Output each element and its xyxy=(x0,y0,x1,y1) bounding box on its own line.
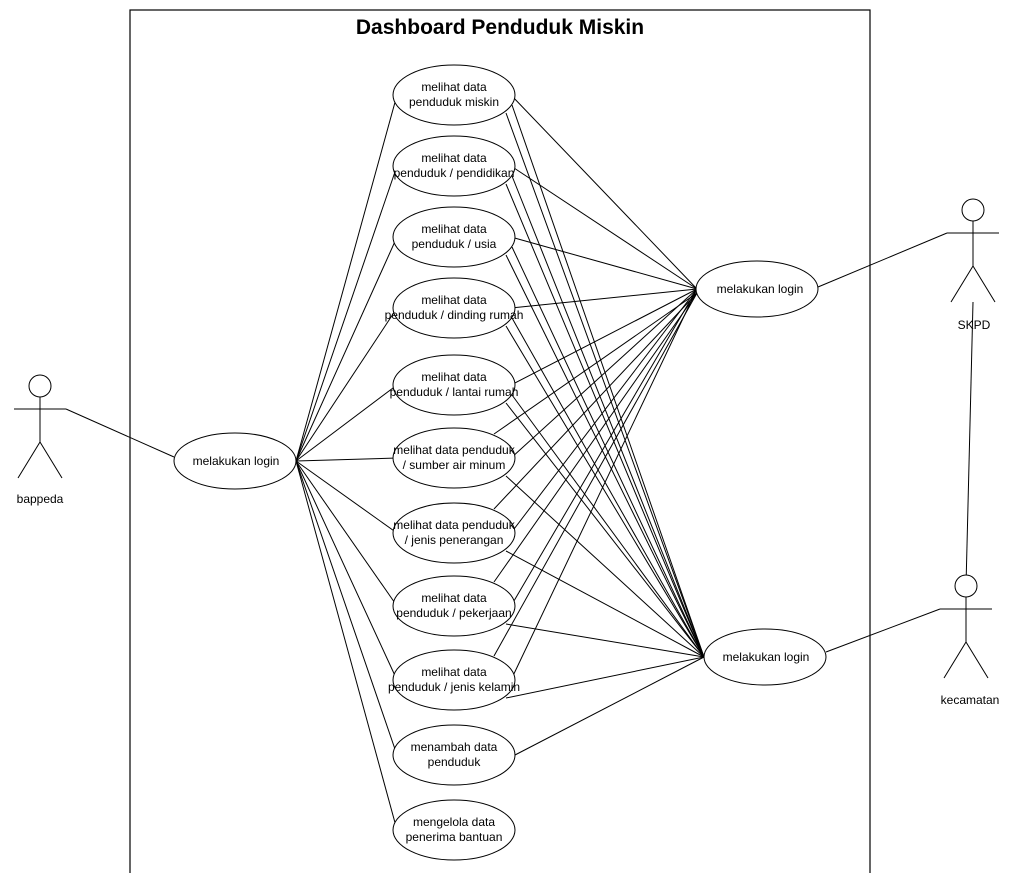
association-login-to-use-case xyxy=(295,460,398,534)
actor-label-bappeda: bappeda xyxy=(16,492,64,506)
diagram-shapes xyxy=(14,64,999,861)
association-use-case-to-skpd-login xyxy=(510,288,698,459)
association-use-case-to-kecamatan-login xyxy=(505,656,705,699)
association-use-case-to-skpd-login xyxy=(510,165,698,290)
association-use-case-to-skpd-login xyxy=(510,288,698,309)
association-use-case-to-kecamatan-login xyxy=(505,183,705,658)
login-ellipse-kecamatan xyxy=(703,628,827,686)
association-use-case-to-skpd-login xyxy=(510,288,698,534)
association-use-case-to-skpd-login xyxy=(493,292,698,435)
association-use-case-to-skpd-login xyxy=(510,236,698,290)
actor-leg-right xyxy=(965,641,989,679)
association-use-case-to-kecamatan-login xyxy=(511,104,705,658)
association-login-to-use-case xyxy=(295,307,398,462)
association-use-case-to-kecamatan-login xyxy=(511,394,705,658)
system-boundary xyxy=(129,9,871,873)
use-case-ellipse xyxy=(392,724,516,786)
use-case-ellipse xyxy=(392,277,516,339)
association-skpd-login xyxy=(817,232,948,288)
association-use-case-to-kecamatan-login xyxy=(505,112,705,658)
actor-head xyxy=(28,374,52,398)
association-lines xyxy=(65,94,974,831)
actor-label-skpd: SKPD xyxy=(957,318,991,332)
use-case-ellipse xyxy=(392,354,516,416)
use-case-ellipse xyxy=(392,427,516,489)
association-login-to-use-case xyxy=(295,165,398,462)
association-login-to-use-case xyxy=(295,460,398,831)
association-use-case-to-skpd-login xyxy=(510,288,698,607)
actor-label-kecamatan: kecamatan xyxy=(940,693,1000,707)
association-use-case-to-kecamatan-login xyxy=(505,550,705,658)
system-title: Dashboard Penduduk Miskin xyxy=(355,16,645,39)
association-skpd-kecamatan xyxy=(965,301,974,587)
use-case-ellipse xyxy=(392,135,516,197)
association-use-case-to-kecamatan-login xyxy=(505,254,705,658)
actor-kecamatan xyxy=(940,574,992,679)
actor-bappeda xyxy=(14,374,66,479)
association-use-case-to-kecamatan-login xyxy=(514,656,705,756)
association-use-case-to-skpd-login xyxy=(510,288,698,386)
association-bappeda-login xyxy=(65,408,175,458)
actor-leg-left xyxy=(950,265,974,303)
actor-leg-right xyxy=(39,441,63,479)
association-login-to-use-case xyxy=(295,384,398,462)
use-case-label: melihat data penduduk/ sumber air minum xyxy=(393,443,515,472)
use-case-ellipse xyxy=(392,799,516,861)
association-use-case-to-kecamatan-login xyxy=(505,402,705,658)
login-skpd-label: melakukan login xyxy=(716,282,804,296)
actor-leg-right xyxy=(972,265,996,303)
association-login-to-use-case xyxy=(295,460,398,681)
association-login-to-use-case xyxy=(295,457,398,462)
association-use-case-to-kecamatan-login xyxy=(511,246,705,658)
login-ellipse-bappeda xyxy=(173,432,297,490)
use-case-ellipse xyxy=(392,649,516,711)
association-use-case-to-kecamatan-login xyxy=(505,475,705,658)
actor-leg-left xyxy=(943,641,967,679)
login-kecamatan-label: melakukan login xyxy=(722,650,810,664)
actor-skpd xyxy=(947,198,999,303)
association-use-case-to-kecamatan-login xyxy=(505,623,705,658)
actor-leg-left xyxy=(17,441,41,479)
association-use-case-to-skpd-login xyxy=(493,292,698,657)
use-case-label: melihat data penduduk/ jenis penerangan xyxy=(393,518,515,547)
use-case-ellipse xyxy=(392,502,516,564)
login-ellipse-skpd xyxy=(695,260,819,318)
association-login-to-use-case xyxy=(295,460,398,756)
association-use-case-to-skpd-login xyxy=(510,288,698,681)
association-use-case-to-skpd-login xyxy=(510,94,698,290)
actor-head xyxy=(961,198,985,222)
association-login-to-use-case xyxy=(295,94,398,462)
use-case-ellipse xyxy=(392,575,516,637)
association-login-to-use-case xyxy=(295,460,398,607)
association-use-case-to-kecamatan-login xyxy=(511,317,705,658)
use-case-ellipse xyxy=(392,206,516,268)
actor-head xyxy=(954,574,978,598)
association-use-case-to-skpd-login xyxy=(493,292,698,583)
use-case-ellipse xyxy=(392,64,516,126)
association-use-case-to-kecamatan-login xyxy=(511,175,705,658)
login-bappeda-label: melakukan login xyxy=(192,454,280,468)
association-kecamatan-login xyxy=(825,608,941,653)
association-login-to-use-case xyxy=(295,236,398,462)
association-use-case-to-skpd-login xyxy=(493,292,698,510)
association-use-case-to-kecamatan-login xyxy=(505,325,705,658)
